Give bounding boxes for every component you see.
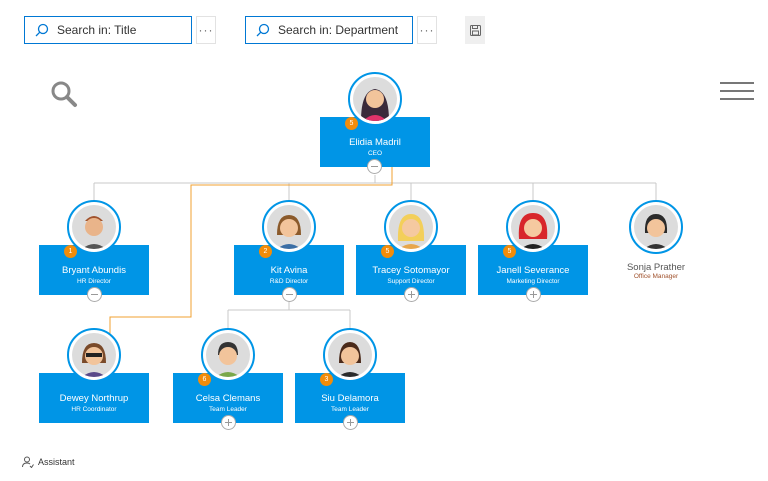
avatar-illustration-icon	[353, 77, 397, 121]
avatar	[384, 200, 438, 254]
node-name: Bryant Abundis	[39, 265, 149, 277]
node-title: HR Director	[39, 277, 149, 286]
avatar	[67, 328, 121, 382]
expand-toggle[interactable]	[343, 415, 358, 430]
node-title: Team Leader	[173, 405, 283, 414]
avatar	[201, 328, 255, 382]
avatar-illustration-icon	[206, 333, 250, 377]
node-name: Sonja Prather	[601, 262, 711, 273]
node-name: Elidia Madril	[320, 137, 430, 149]
avatar	[629, 200, 683, 254]
avatar	[67, 200, 121, 254]
node-name: Dewey Northrup	[39, 393, 149, 405]
node-title: Office Manager	[601, 273, 711, 280]
avatar-illustration-icon	[72, 333, 116, 377]
node-name: Tracey Sotomayor	[356, 265, 466, 277]
count-badge: 1	[64, 245, 77, 258]
expand-toggle[interactable]	[526, 287, 541, 302]
node-title: Team Leader	[295, 405, 405, 414]
expand-toggle[interactable]	[404, 287, 419, 302]
avatar-illustration-icon	[511, 205, 555, 249]
count-badge: 5	[381, 245, 394, 258]
count-badge: 5	[503, 245, 516, 258]
avatar	[506, 200, 560, 254]
avatar-illustration-icon	[634, 205, 678, 249]
count-badge: 2	[259, 245, 272, 258]
avatar	[262, 200, 316, 254]
legend-assistant: Assistant	[22, 456, 75, 468]
node-office-manager[interactable]: Sonja Prather Office Manager	[601, 262, 711, 280]
node-title: Marketing Director	[478, 277, 588, 286]
count-badge: 5	[345, 117, 358, 130]
node-title: CEO	[320, 149, 430, 158]
avatar-illustration-icon	[267, 205, 311, 249]
collapse-toggle[interactable]	[367, 159, 382, 174]
collapse-toggle[interactable]	[282, 287, 297, 302]
avatar	[323, 328, 377, 382]
expand-toggle[interactable]	[221, 415, 236, 430]
avatar-illustration-icon	[328, 333, 372, 377]
assistant-person-icon	[22, 456, 34, 468]
node-name: Siu Delamora	[295, 393, 405, 405]
node-name: Kit Avina	[234, 265, 344, 277]
count-badge: 3	[320, 373, 333, 386]
node-title: R&D Director	[234, 277, 344, 286]
node-title: Support Director	[356, 277, 466, 286]
node-name: Celsa Clemans	[173, 393, 283, 405]
avatar	[348, 72, 402, 126]
count-badge: 6	[198, 373, 211, 386]
legend-label: Assistant	[38, 457, 75, 467]
avatar-illustration-icon	[72, 205, 116, 249]
node-title: HR Coordinator	[39, 405, 149, 414]
collapse-toggle[interactable]	[87, 287, 102, 302]
node-name: Janell Severance	[478, 265, 588, 277]
avatar-illustration-icon	[389, 205, 433, 249]
